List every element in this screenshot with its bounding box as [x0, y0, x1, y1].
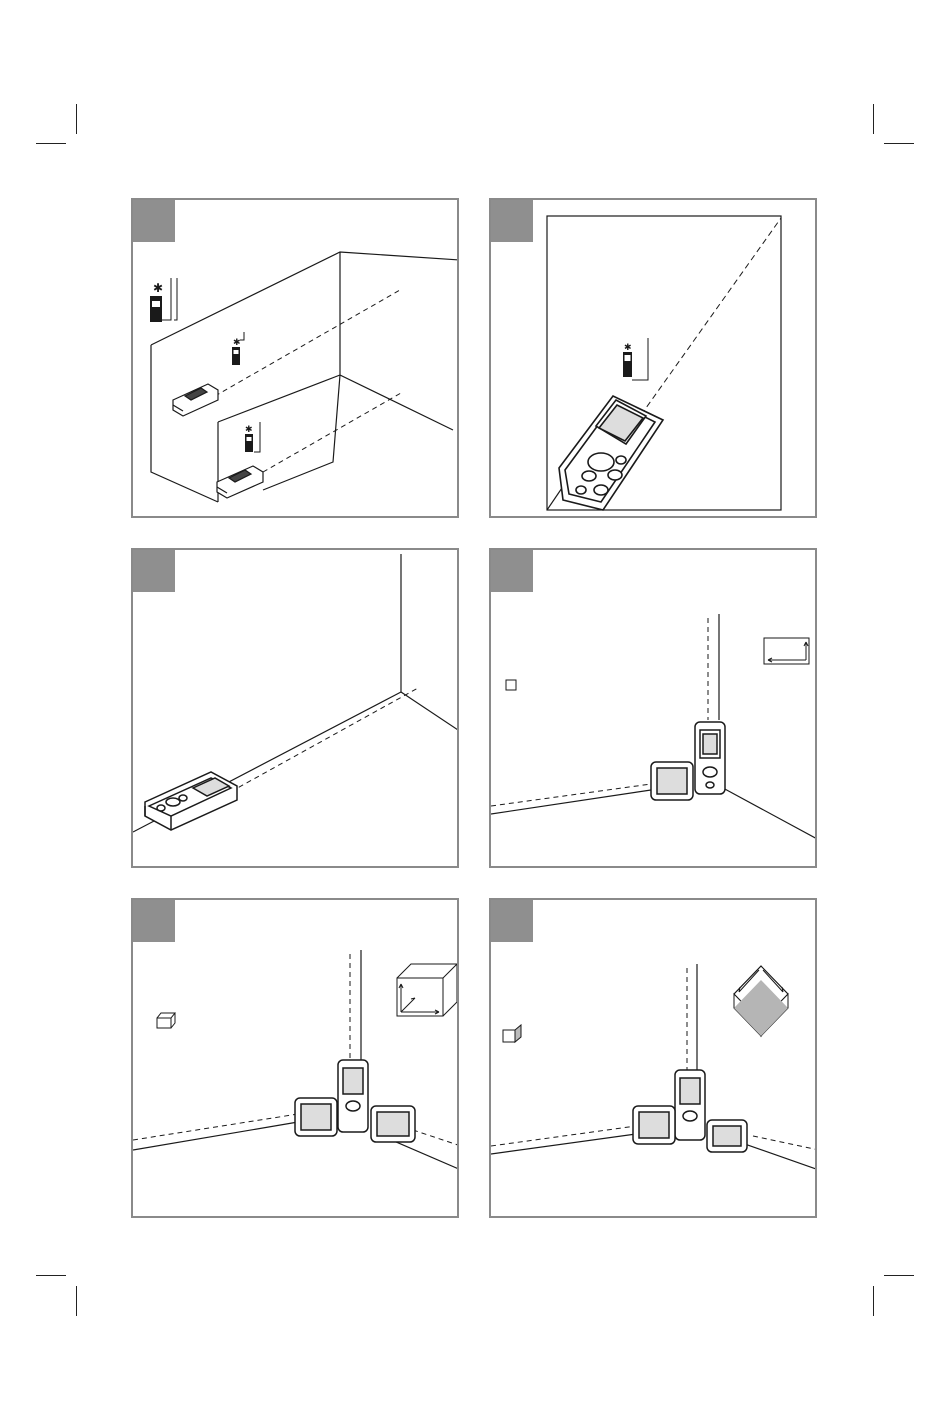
crop-mark-br-v — [873, 1286, 874, 1316]
panel-5 — [131, 898, 459, 1218]
room-measurement-illustration: ✱ ✱ ✱ — [133, 200, 459, 518]
crop-mark-tr-h — [884, 143, 914, 144]
wall-area-measurement-icon — [734, 966, 788, 1036]
crop-mark-bl-h — [36, 1275, 66, 1276]
area-measurement-icon — [764, 638, 809, 664]
svg-text:✱: ✱ — [245, 425, 253, 435]
volume-measurement-illustration — [133, 900, 459, 1218]
crop-mark-br-h — [884, 1275, 914, 1276]
distance-meter-device — [173, 384, 218, 416]
panel-2: ✱ — [489, 198, 817, 518]
panel-6 — [489, 898, 817, 1218]
distance-meter-device — [295, 1060, 415, 1142]
wall-area-illustration — [491, 900, 817, 1218]
svg-text:✱: ✱ — [233, 338, 241, 348]
panel-4 — [489, 548, 817, 868]
distance-meter-device — [651, 722, 725, 800]
distance-meter-device — [633, 1070, 747, 1152]
distance-meter-device — [559, 396, 663, 510]
svg-text:✱: ✱ — [624, 343, 632, 353]
distance-meter-device — [217, 466, 263, 498]
single-distance-measurement-icon: ✱ — [150, 278, 177, 322]
wall-area-icon — [503, 1025, 521, 1042]
crop-mark-bl-v — [76, 1286, 77, 1316]
crop-mark-tr-v — [873, 104, 874, 134]
distance-icon: ✱ — [245, 422, 260, 452]
svg-text:✱: ✱ — [153, 281, 163, 295]
crop-mark-tl-v — [76, 104, 77, 134]
floor-distance-illustration — [133, 550, 459, 868]
panel-1: ✱ ✱ ✱ — [131, 198, 459, 518]
area-icon — [506, 680, 516, 690]
area-measurement-illustration — [491, 550, 817, 868]
continuous-measurement-icon: ✱ — [623, 338, 648, 380]
continuous-measurement-illustration: ✱ — [491, 200, 817, 518]
crop-mark-tl-h — [36, 143, 66, 144]
distance-meter-device — [145, 772, 237, 830]
volume-measurement-icon — [397, 964, 457, 1016]
distance-icon: ✱ — [232, 332, 244, 365]
panel-3 — [131, 548, 459, 868]
volume-icon — [157, 1013, 175, 1028]
